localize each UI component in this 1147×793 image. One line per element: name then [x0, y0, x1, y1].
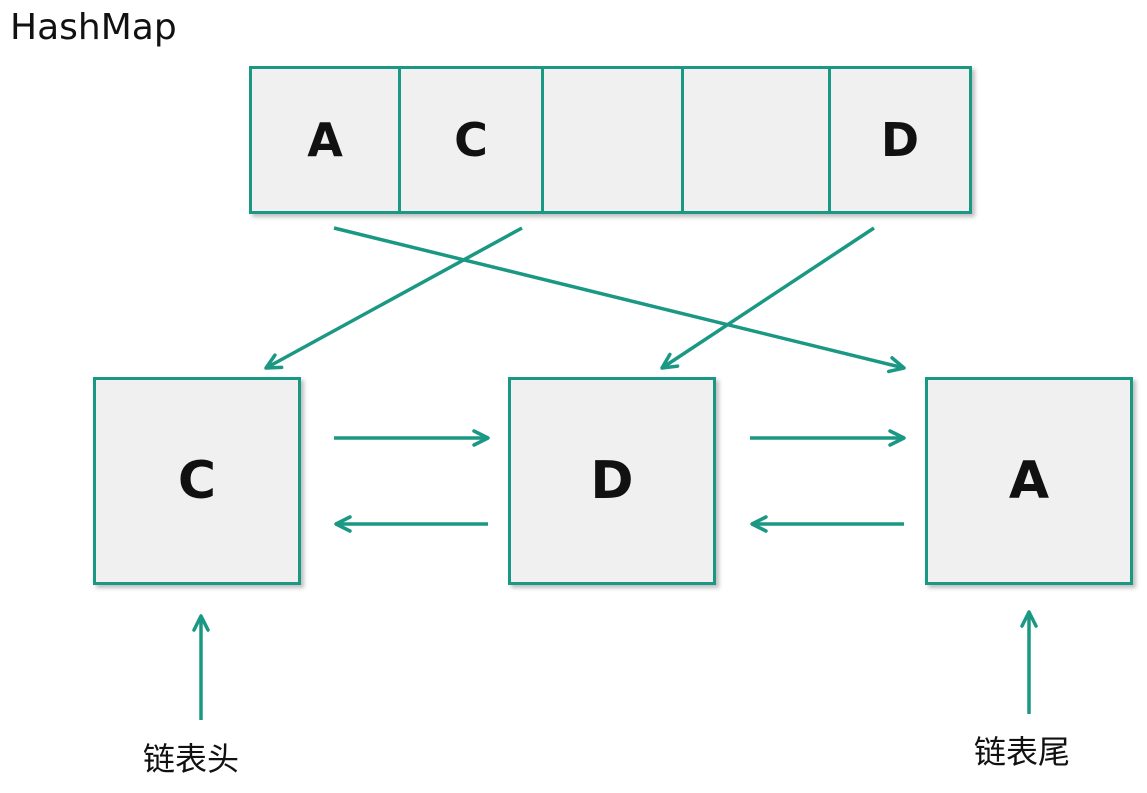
array-cell: C	[398, 69, 541, 211]
list-node-c: C	[93, 377, 301, 585]
pointer-arrow-a	[333, 226, 906, 374]
pointer-arrow-d	[660, 226, 875, 370]
array-cell: A	[307, 113, 343, 167]
array-cell: D	[828, 69, 969, 211]
array-cell	[541, 69, 681, 211]
array-cell	[681, 69, 828, 211]
list-node-d: D	[508, 377, 716, 585]
head-label: 链表头	[143, 740, 240, 778]
diagram-title: HashMap	[10, 7, 177, 48]
tail-label: 链表尾	[974, 733, 1071, 771]
hash-array: A C D	[249, 66, 972, 214]
list-node-a: A	[925, 377, 1133, 585]
pointer-arrow-c	[264, 226, 523, 370]
